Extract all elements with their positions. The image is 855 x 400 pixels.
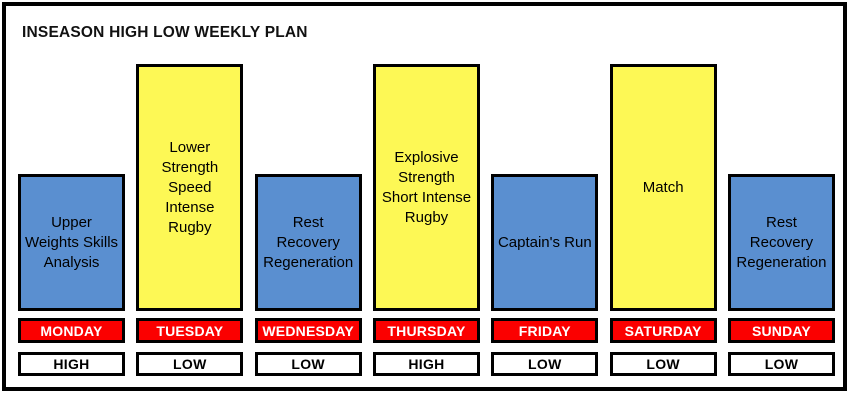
activity-box: Explosive Strength Short Intense Rugby: [372, 64, 480, 311]
intensity-label: LOW: [764, 356, 799, 372]
activity-box: Rest Recovery Regeneration: [254, 174, 362, 311]
day-label: MONDAY: [40, 322, 103, 339]
day-label: FRIDAY: [518, 322, 571, 339]
activity-box: Match: [609, 64, 717, 311]
intensity-label: LOW: [173, 356, 207, 372]
activity-label: Lower Strength Speed Intense Rugby: [161, 138, 219, 236]
intensity-label: LOW: [646, 356, 680, 372]
day-banner: MONDAY: [18, 318, 125, 343]
day-column: Lower Strength Speed Intense Rugby TUESD…: [136, 0, 244, 400]
intensity-box: LOW: [254, 352, 362, 376]
day-column: Captain's Run FRIDAY LOW: [491, 0, 599, 400]
intensity-box: LOW: [491, 352, 599, 376]
day-columns: Upper Weights Skills Analysis MONDAY HIG…: [18, 0, 835, 400]
intensity-box: HIGH: [372, 352, 480, 376]
day-banner: FRIDAY: [491, 318, 599, 343]
intensity-box: LOW: [609, 352, 717, 376]
intensity-label: HIGH: [408, 356, 445, 372]
activity-box: Rest Recovery Regeneration: [727, 174, 835, 311]
day-label: THURSDAY: [387, 322, 466, 339]
intensity-box: LOW: [727, 352, 835, 376]
intensity-label: LOW: [291, 356, 325, 372]
activity-label: Rest Recovery Regeneration: [263, 213, 354, 271]
day-column: Explosive Strength Short Intense Rugby T…: [372, 0, 480, 400]
page-title: INSEASON HIGH LOW WEEKLY PLAN: [22, 24, 308, 41]
activity-label: Match: [642, 178, 684, 196]
day-column: Upper Weights Skills Analysis MONDAY HIG…: [18, 0, 125, 400]
activity-box: Captain's Run: [491, 174, 599, 311]
day-label: SATURDAY: [624, 322, 702, 339]
intensity-label: HIGH: [53, 356, 90, 372]
day-label: SUNDAY: [751, 322, 811, 339]
day-column: Rest Recovery Regeneration SUNDAY LOW: [727, 0, 835, 400]
day-column: Match SATURDAY LOW: [609, 0, 717, 400]
day-label: WEDNESDAY: [262, 322, 354, 339]
activity-label: Explosive Strength Short Intense Rugby: [381, 148, 472, 226]
activity-box: Lower Strength Speed Intense Rugby: [136, 64, 244, 311]
activity-box: Upper Weights Skills Analysis: [18, 174, 125, 311]
activity-label: Captain's Run: [497, 233, 592, 251]
day-column: Rest Recovery Regeneration WEDNESDAY LOW: [254, 0, 362, 400]
activity-label: Rest Recovery Regeneration: [736, 213, 827, 271]
intensity-box: LOW: [136, 352, 244, 376]
intensity-label: LOW: [528, 356, 562, 372]
day-label: TUESDAY: [156, 322, 224, 339]
day-banner: SATURDAY: [609, 318, 717, 343]
intensity-box: HIGH: [18, 352, 125, 376]
day-banner: TUESDAY: [136, 318, 244, 343]
activity-label: Upper Weights Skills Analysis: [24, 213, 119, 271]
day-banner: SUNDAY: [727, 318, 835, 343]
day-banner: WEDNESDAY: [254, 318, 362, 343]
day-banner: THURSDAY: [372, 318, 480, 343]
